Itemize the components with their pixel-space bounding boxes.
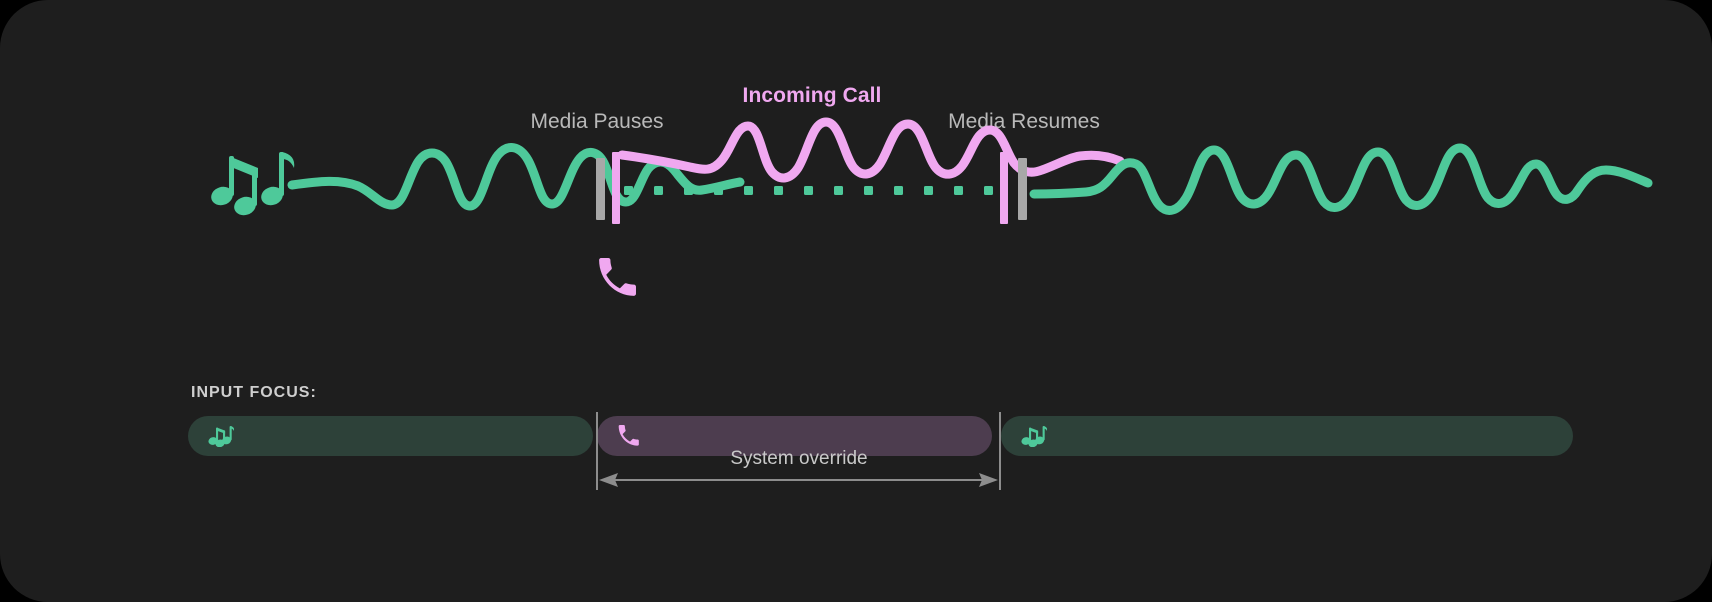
phone-icon (599, 258, 636, 296)
waveform-graphic (211, 117, 1653, 296)
muted-media-dotted-track (624, 186, 993, 195)
music-notes-icon (208, 425, 234, 447)
music-notes-icon (1021, 425, 1047, 447)
incoming-call-label: Incoming Call (742, 84, 882, 107)
media-wave-before (287, 143, 745, 211)
call-wave (617, 117, 1125, 183)
media-wave-after (1029, 143, 1653, 215)
override-arrow-head-right (979, 473, 998, 487)
pause-marker-pink (612, 152, 620, 224)
focus-bar-media-after[interactable] (1001, 416, 1573, 456)
phone-icon (617, 425, 639, 447)
audio-timeline: Incoming Call Media Pauses Media Resumes (211, 84, 1653, 296)
pause-marker-gray (596, 158, 605, 220)
resume-marker-pink (1000, 152, 1008, 224)
focus-bar-media-before[interactable] (188, 416, 593, 456)
input-focus-heading: INPUT FOCUS: (191, 384, 317, 401)
media-pauses-label: Media Pauses (530, 110, 664, 133)
resume-marker-gray (1018, 158, 1027, 220)
override-arrow-head-left (599, 473, 618, 487)
system-override-label: System override (730, 448, 868, 469)
system-override-bracket (596, 412, 1001, 490)
input-focus-section: INPUT FOCUS: (0, 340, 1712, 602)
music-notes-icon (211, 152, 295, 216)
focus-bar-call[interactable] (597, 416, 992, 456)
